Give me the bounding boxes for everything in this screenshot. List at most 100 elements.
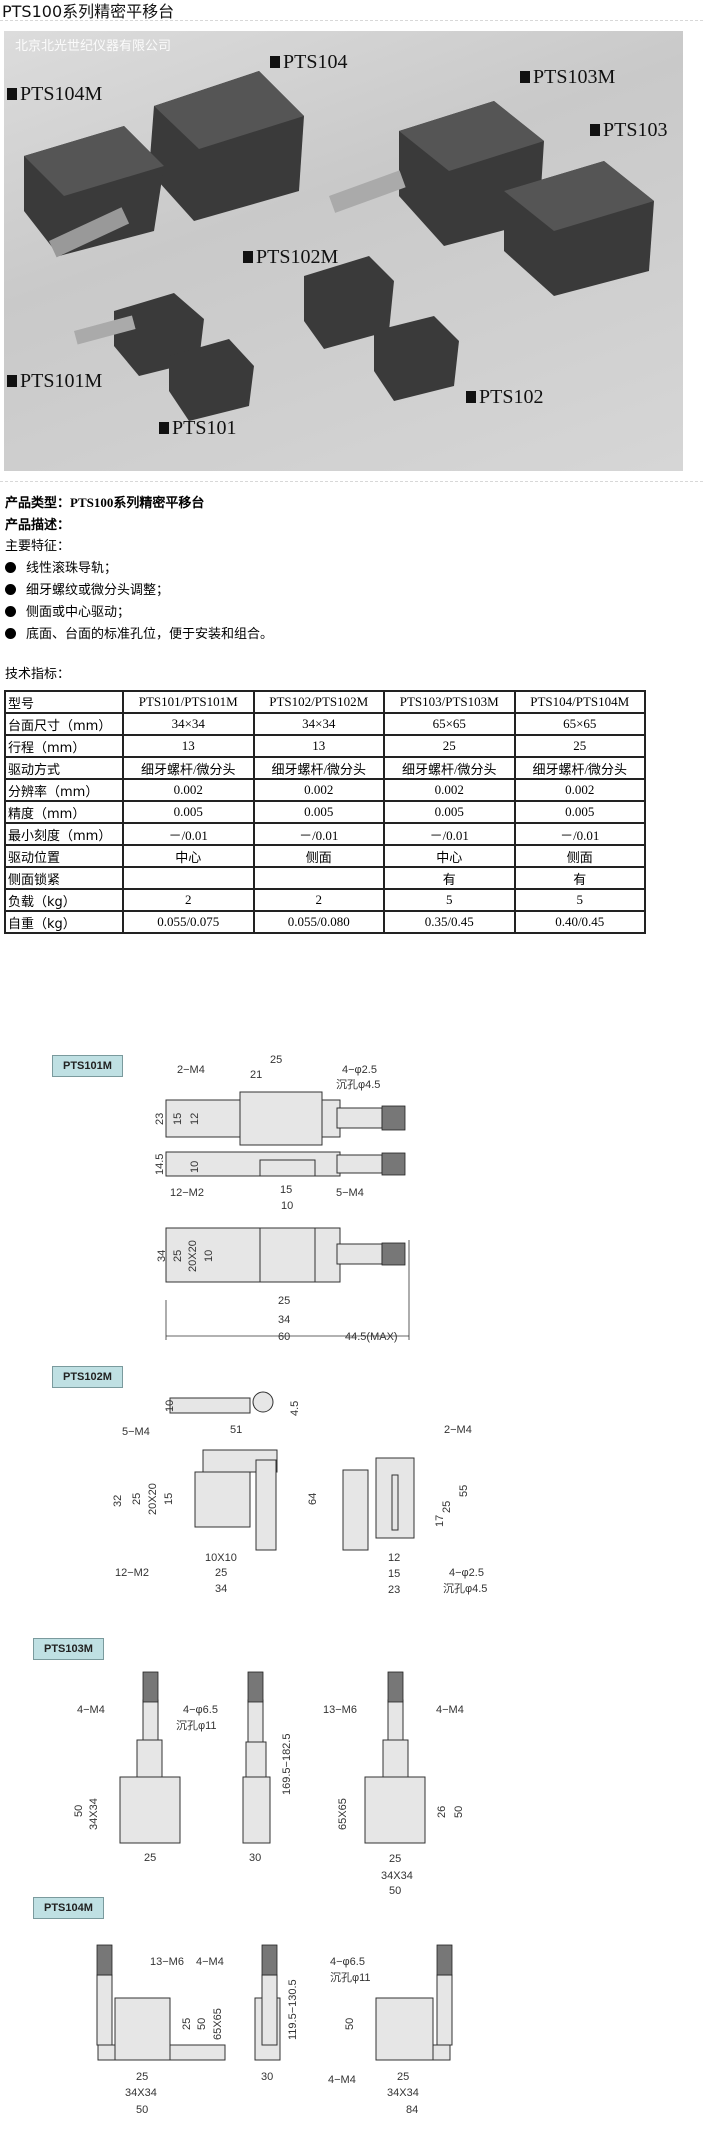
- dimension-label: 55: [458, 1485, 470, 1497]
- table-row: 驱动方式细牙螺杆/微分头细牙螺杆/微分头细牙螺杆/微分头细牙螺杆/微分头: [4, 756, 646, 780]
- table-cell: [122, 866, 255, 890]
- dimension-label: 25: [215, 1567, 227, 1579]
- dimension-label: 25: [144, 1852, 156, 1864]
- dimension-label: 34: [156, 1250, 168, 1262]
- row-header: 台面尺寸（mm）: [4, 712, 124, 736]
- table-cell: 侧面: [513, 844, 646, 868]
- table-cell: 65×65: [383, 712, 516, 736]
- dimension-label: 25: [181, 2018, 193, 2030]
- dimension-label: 34X34: [88, 1798, 100, 1830]
- table-cell: 2: [252, 888, 385, 912]
- dimension-label: 25: [441, 1501, 453, 1513]
- row-header: 最小刻度（mm）: [4, 822, 124, 846]
- feature-item: 线性滚珠导轨；: [5, 558, 117, 580]
- table-row: 侧面锁紧有有: [4, 866, 646, 890]
- table-cell: 细牙螺杆/微分头: [513, 756, 646, 780]
- table-cell: 0.005: [383, 800, 516, 824]
- table-cell: 0.35/0.45: [383, 910, 516, 934]
- dimension-label: 20X20: [147, 1483, 159, 1515]
- dimension-label: 13−M6: [150, 1956, 184, 1968]
- dimension-label: 34: [278, 1314, 290, 1326]
- dimension-label: 25: [136, 2071, 148, 2083]
- bullet-icon: [5, 628, 16, 639]
- dimension-label: 10: [203, 1250, 215, 1262]
- dimension-label: 10: [164, 1400, 176, 1412]
- features-title: 主要特征：: [5, 539, 71, 554]
- table-cell: [252, 866, 385, 890]
- table-cell: 5: [383, 888, 516, 912]
- dimension-label: 169.5−182.5: [281, 1734, 293, 1795]
- table-cell: 0.002: [122, 778, 255, 802]
- table-cell: 0.002: [513, 778, 646, 802]
- spec-title: 技术指标：: [5, 667, 71, 682]
- watermark-text: 北京北光世纪仪器有限公司: [15, 39, 172, 54]
- product-type: 产品类型：PTS100系列精密平移台: [5, 495, 205, 510]
- dimension-label: 60: [278, 1331, 290, 1343]
- dimension-label: 沉孔φ11: [176, 1719, 217, 1732]
- table-cell: 中心: [122, 844, 255, 868]
- bullet-icon: [5, 562, 16, 573]
- table-cell: 0.005: [513, 800, 646, 824]
- dimension-label: 5−M4: [336, 1187, 364, 1199]
- dimension-label: 4−M4: [196, 1956, 224, 1968]
- dimension-label: 50: [453, 1806, 465, 1818]
- table-cell: 65×65: [513, 712, 646, 736]
- dimension-label: 2−M4: [444, 1424, 472, 1436]
- row-header: 驱动位置: [4, 844, 124, 868]
- table-cell: 细牙螺杆/微分头: [252, 756, 385, 780]
- dimension-label: 64: [307, 1493, 319, 1505]
- dimension-label: 25: [270, 1054, 282, 1066]
- drawing-tag: PTS104M: [33, 1897, 104, 1919]
- photo-label: PTS102: [466, 386, 543, 409]
- dimension-label: 5−M4: [122, 1426, 150, 1438]
- dimension-label: 84: [406, 2104, 418, 2116]
- photo-label: PTS101M: [7, 370, 102, 393]
- photo-label: PTS101: [159, 417, 236, 440]
- table-cell: 侧面: [252, 844, 385, 868]
- table-cell: 25: [513, 734, 646, 758]
- drawing-tag: PTS103M: [33, 1638, 104, 1660]
- table-cell: PTS101/PTS101M: [122, 690, 255, 714]
- dimension-label: 12−M2: [170, 1187, 204, 1199]
- dimension-label: 119.5−130.5: [287, 1979, 299, 2040]
- dimension-label: 50: [344, 2018, 356, 2030]
- product-photo: 北京北光世纪仪器有限公司 PTS104 PTS104M PTS103M PTS1…: [4, 31, 683, 471]
- table-cell: 0.055/0.075: [122, 910, 255, 934]
- dimension-label: 12: [189, 1113, 201, 1125]
- row-header: 精度（mm）: [4, 800, 124, 824]
- table-cell: PTS104/PTS104M: [513, 690, 646, 714]
- table-cell: PTS103/PTS103M: [383, 690, 516, 714]
- dimension-label: 沉孔φ4.5: [443, 1582, 487, 1595]
- dimension-label: 65X65: [337, 1798, 349, 1830]
- dimension-label: 15: [172, 1113, 184, 1125]
- dimension-label: 4−φ6.5: [330, 1956, 365, 1968]
- dimension-label: 50: [389, 1885, 401, 1897]
- dimension-label: 12: [388, 1552, 400, 1564]
- row-header: 型号: [4, 690, 124, 714]
- photo-label: PTS104M: [7, 83, 102, 106]
- photo-label: PTS104: [270, 51, 347, 74]
- dimension-label: 25: [397, 2071, 409, 2083]
- page-title: PTS100系列精密平移台: [2, 2, 175, 20]
- table-cell: －/0.01: [383, 822, 516, 846]
- table-cell: －/0.01: [513, 822, 646, 846]
- table-cell: 34×34: [122, 712, 255, 736]
- table-cell: －/0.01: [252, 822, 385, 846]
- table-cell: －/0.01: [122, 822, 255, 846]
- table-row: 驱动位置中心侧面中心侧面: [4, 844, 646, 868]
- dimension-label: 30: [249, 1852, 261, 1864]
- dimension-label: 4−M4: [436, 1704, 464, 1716]
- table-cell: 0.055/0.080: [252, 910, 385, 934]
- dimension-label: 4−φ2.5: [342, 1064, 377, 1076]
